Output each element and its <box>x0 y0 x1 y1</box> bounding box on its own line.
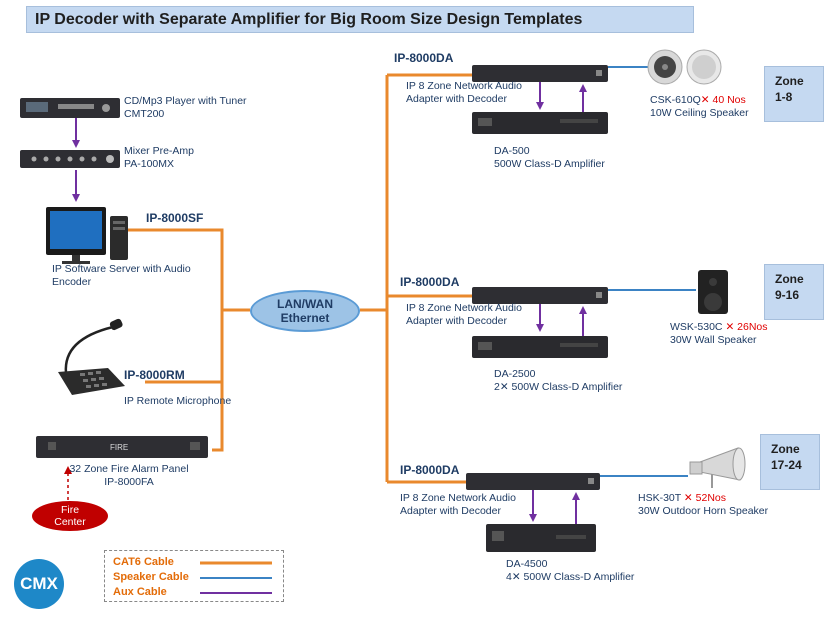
server-model: IP-8000SF <box>146 211 204 225</box>
speaker-cables <box>600 66 696 477</box>
speaker-label-2: WSK-530C ✕ 26Nos 30W Wall Speaker <box>670 321 768 346</box>
speaker-label-3: HSK-30T ✕ 52Nos 30W Outdoor Horn Speaker <box>638 492 769 517</box>
legend-speaker: Speaker Cable <box>113 571 189 583</box>
horn-speaker-icon <box>689 447 746 488</box>
speaker-label-1: CSK-610Q✕ 40 Nos 10W Ceiling Speaker <box>650 94 749 119</box>
remote-microphone-device <box>58 318 125 395</box>
fire-panel-text: FIRE <box>110 443 129 452</box>
cmx-logo: CMX <box>14 559 64 609</box>
amplifier-unit-1 <box>472 112 608 134</box>
amplifier-unit-2 <box>472 336 608 358</box>
cat6-server <box>128 228 224 452</box>
wall-speaker-icon <box>698 270 728 314</box>
legend: CAT6 Cable Speaker Cable Aux Cable <box>104 550 284 602</box>
ceiling-speaker-icon <box>647 49 722 85</box>
preamp-device <box>20 150 120 168</box>
decoder-unit-2 <box>472 287 608 304</box>
legend-cat6: CAT6 Cable <box>113 556 174 568</box>
decoder-model-1: IP-8000DA <box>394 51 454 65</box>
aux-cables <box>72 82 587 524</box>
decoder-unit-3 <box>466 473 600 490</box>
decoder-model-2: IP-8000DA <box>400 275 460 289</box>
server-pc-device <box>46 207 128 264</box>
decoder-unit-1 <box>472 65 608 82</box>
legend-aux: Aux Cable <box>113 586 167 598</box>
amplifier-unit-3 <box>486 524 596 552</box>
cd-player-device <box>20 98 120 118</box>
cat6-cables <box>128 73 472 484</box>
decoder-model-3: IP-8000DA <box>400 463 460 477</box>
mic-model: IP-8000RM <box>124 368 185 382</box>
page-title: IP Decoder with Separate Amplifier for B… <box>26 6 694 33</box>
mic-label: IP Remote Microphone <box>124 395 232 407</box>
fire-alarm-panel-device <box>36 436 208 458</box>
